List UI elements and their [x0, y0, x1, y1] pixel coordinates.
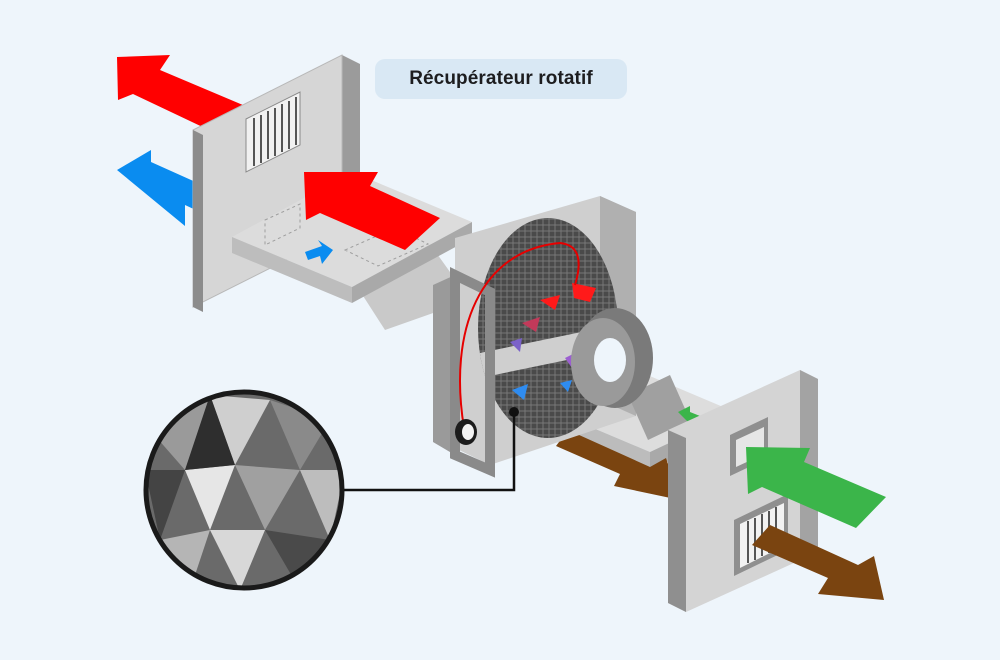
- cold-air-inlet-arrow: [117, 150, 200, 226]
- diagram-title: Récupérateur rotatif: [375, 59, 627, 99]
- upper-duct: [232, 172, 472, 303]
- fresh-air-inlet-arrow: [746, 447, 886, 528]
- magnifier-connector-line: [342, 412, 516, 492]
- exhaust-air-arrow-1: [556, 430, 680, 500]
- rotary-wheel-housing: [433, 196, 636, 478]
- left-wall-grille-icon: [245, 91, 301, 173]
- fan-icon: [571, 308, 690, 440]
- warm-air-return-arrow: [304, 172, 440, 250]
- diagram-title-text: Récupérateur rotatif: [409, 68, 593, 89]
- exhaust-air-outlet-arrow: [752, 525, 884, 600]
- motor-icon: [455, 419, 477, 445]
- drive-belt: [459, 241, 580, 429]
- magnifier-icon: [143, 389, 345, 591]
- small-blue-arrow: [305, 240, 333, 264]
